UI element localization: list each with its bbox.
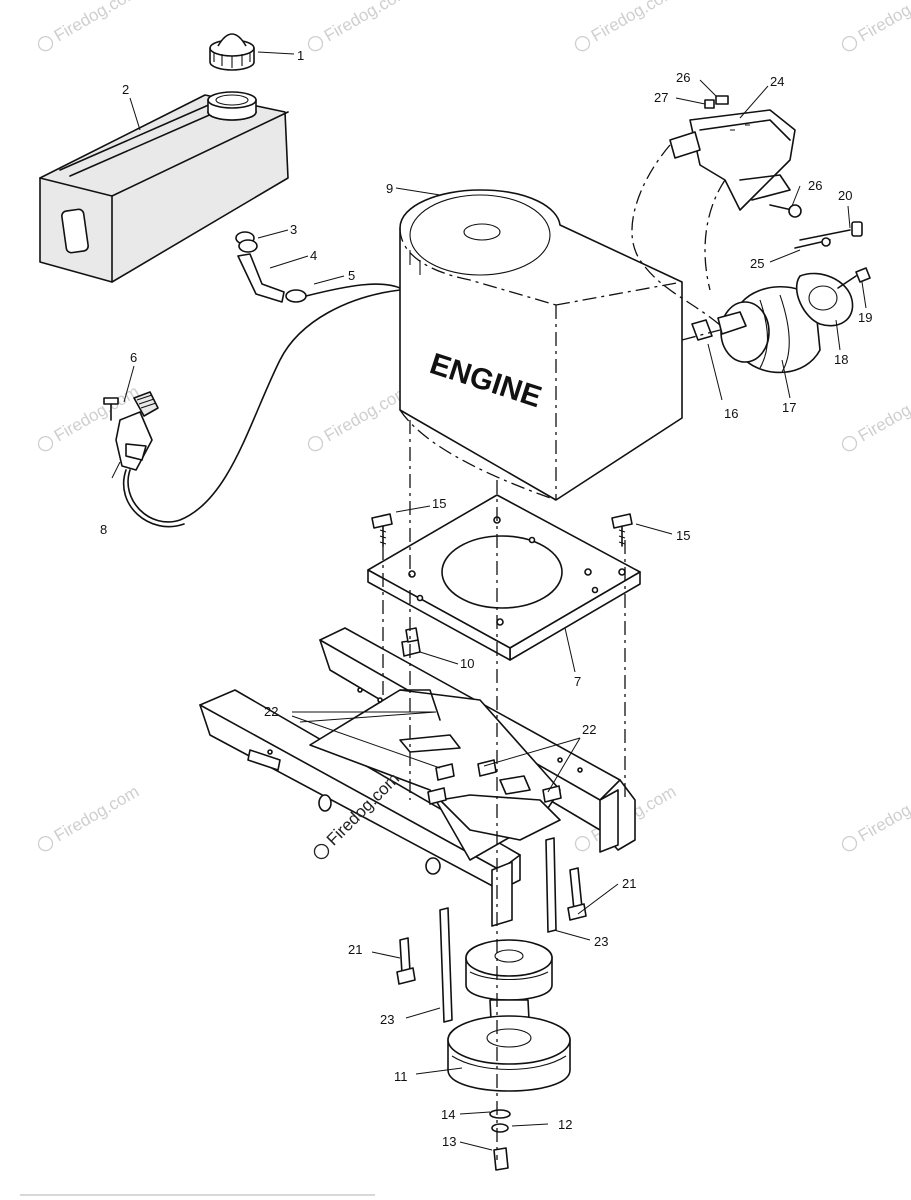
callout-20: 20 (838, 188, 852, 203)
watermark: Firedog.com (37, 782, 142, 852)
callout-14: 14 (441, 1107, 455, 1122)
watermark: Firedog.com (574, 0, 679, 52)
watermark: Firedog.com (841, 382, 911, 452)
svg-text:Firedog.com: Firedog.com (321, 382, 412, 446)
svg-text:Firedog.com: Firedog.com (855, 382, 911, 446)
alignment-lines (382, 420, 626, 1160)
callout-15-right: 15 (676, 528, 690, 543)
svg-text:Firedog.com: Firedog.com (855, 782, 911, 846)
callout-25: 25 (750, 256, 764, 271)
flange-nut (401, 627, 421, 657)
callout-2: 2 (122, 82, 129, 97)
fuel-cap (209, 33, 255, 71)
callout-1: 1 (297, 48, 304, 63)
callout-labels: 1 2 3 4 5 6 7 8 9 10 11 12 13 14 15 15 1… (100, 48, 872, 1149)
callout-9: 9 (386, 181, 393, 196)
bottom-divider (20, 1194, 375, 1196)
callout-15-left: 15 (432, 496, 446, 511)
svg-text:Firedog.com: Firedog.com (588, 0, 679, 45)
callout-16: 16 (724, 406, 738, 421)
muffler-hardware (704, 95, 863, 249)
svg-text:Firedog.com: Firedog.com (51, 0, 142, 45)
callout-17: 17 (782, 400, 796, 415)
callout-4: 4 (310, 248, 317, 263)
engine: ENGINE (399, 189, 683, 501)
callout-24: 24 (770, 74, 784, 89)
callout-22-left: 22 (264, 704, 278, 719)
callout-23-right: 23 (594, 934, 608, 949)
callout-12: 12 (558, 1117, 572, 1132)
callout-leaders (111, 51, 867, 1151)
watermark: Firedog.com (37, 0, 142, 52)
fuel-line-assembly (235, 231, 401, 303)
callout-26-top: 26 (676, 70, 690, 85)
chassis-frame (199, 627, 636, 927)
callout-3: 3 (290, 222, 297, 237)
muffler-assembly-lines (631, 144, 726, 341)
callout-19: 19 (858, 310, 872, 325)
callout-21-right: 21 (622, 876, 636, 891)
fuel-tank (39, 91, 289, 283)
callout-5: 5 (348, 268, 355, 283)
studs-and-bolts (396, 837, 587, 1023)
callout-21-left: 21 (348, 942, 362, 957)
watermark: Firedog.com (307, 0, 412, 52)
callout-13: 13 (442, 1134, 456, 1149)
throttle-control (103, 289, 401, 528)
svg-text:Firedog.com: Firedog.com (855, 0, 911, 45)
callout-27: 27 (654, 90, 668, 105)
callout-23-left: 23 (380, 1012, 394, 1027)
engine-pulley (447, 939, 571, 1171)
engine-bolts (371, 513, 633, 547)
watermark: Firedog.com (841, 0, 911, 52)
callout-6: 6 (130, 350, 137, 365)
callout-7: 7 (574, 674, 581, 689)
callout-8: 8 (100, 522, 107, 537)
muffler (691, 267, 871, 374)
watermark: Firedog.com (307, 382, 412, 452)
muffler-shield (669, 109, 796, 211)
watermark: Firedog.com (841, 782, 911, 852)
callout-22-right: 22 (582, 722, 596, 737)
callout-26-mid: 26 (808, 178, 822, 193)
callout-10: 10 (460, 656, 474, 671)
svg-text:Firedog.com: Firedog.com (321, 0, 412, 45)
engine-mount-plate (367, 494, 641, 661)
callout-18: 18 (834, 352, 848, 367)
callout-11: 11 (394, 1069, 408, 1084)
svg-text:Firedog.com: Firedog.com (51, 782, 142, 846)
